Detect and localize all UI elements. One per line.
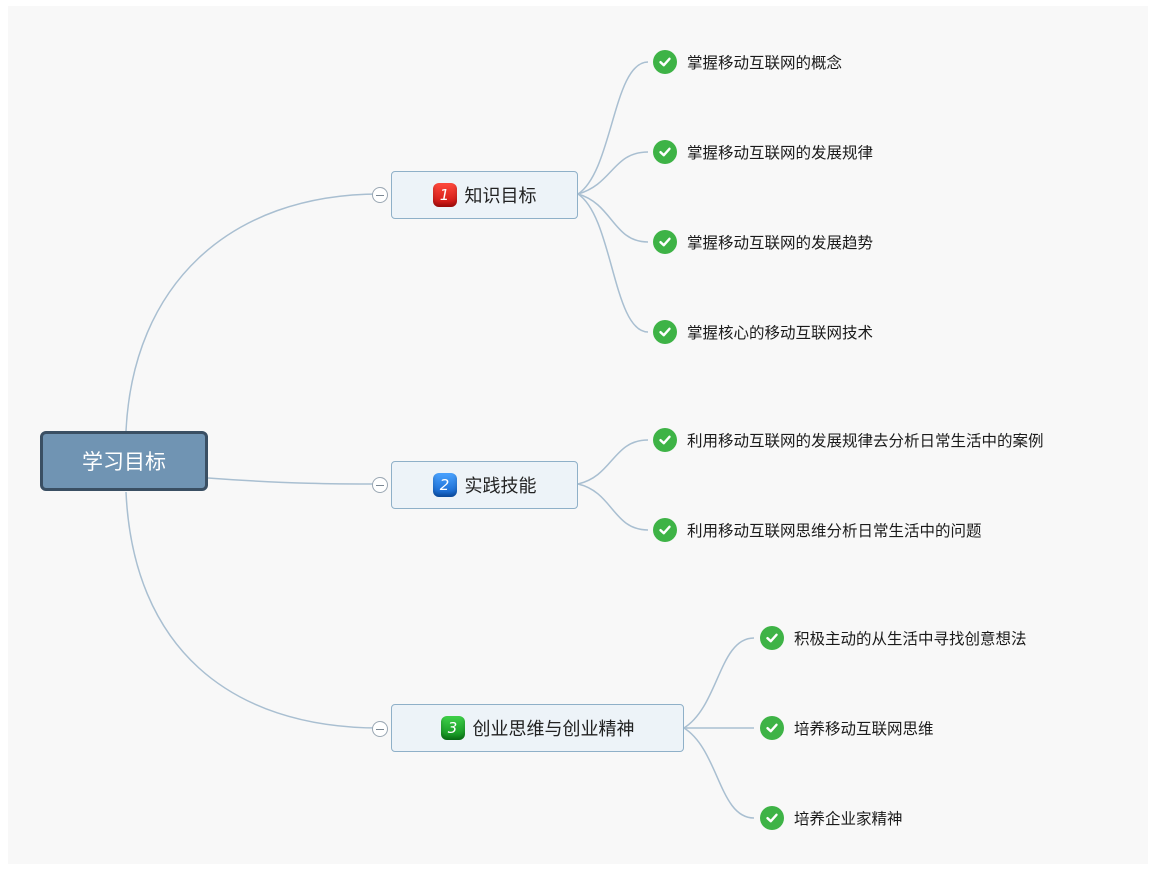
check-circle-icon — [653, 518, 677, 542]
subtopic-label: 培养企业家精神 — [794, 810, 903, 828]
subtopic-item[interactable]: 培养移动互联网思维 — [760, 716, 934, 740]
connector-root-branch-2 — [207, 477, 381, 485]
subtopic-item[interactable]: 掌握移动互联网的发展趋势 — [653, 230, 873, 254]
branch-topic-entrepreneurship[interactable]: 3 创业思维与创业精神 — [391, 704, 684, 752]
check-circle-icon — [653, 428, 677, 452]
priority-3-icon: 3 — [440, 716, 465, 740]
branch-label: 创业思维与创业精神 — [472, 719, 635, 740]
connector-root-branch-1 — [125, 193, 381, 432]
branch-topic-knowledge[interactable]: 1 知识目标 — [391, 171, 578, 219]
subtopic-item[interactable]: 利用移动互联网的发展规律去分析日常生活中的案例 — [653, 428, 1044, 452]
connector-b1-leaf-2 — [577, 151, 649, 195]
branch-label: 实践技能 — [464, 476, 537, 497]
subtopic-label: 掌握核心的移动互联网技术 — [687, 324, 874, 342]
subtopic-item[interactable]: 掌握移动互联网的概念 — [653, 50, 842, 74]
subtopic-item[interactable]: 掌握核心的移动互联网技术 — [653, 320, 873, 344]
subtopic-item[interactable]: 培养企业家精神 — [760, 806, 903, 830]
priority-2-icon: 2 — [432, 473, 457, 497]
subtopic-label: 掌握移动互联网的发展规律 — [687, 144, 874, 162]
collapse-minus-icon[interactable] — [372, 187, 388, 203]
collapse-minus-icon[interactable] — [372, 477, 388, 493]
connector-b1-leaf-3 — [577, 193, 649, 243]
subtopic-label: 利用移动互联网的发展规律去分析日常生活中的案例 — [687, 432, 1044, 450]
root-topic[interactable]: 学习目标 — [40, 431, 208, 491]
check-circle-icon — [653, 320, 677, 344]
connector-b1-leaf-1 — [577, 61, 649, 195]
connector-b2-leaf-1 — [577, 439, 649, 485]
check-circle-icon — [653, 50, 677, 74]
subtopic-item[interactable]: 积极主动的从生活中寻找创意想法 — [760, 626, 1027, 650]
subtopic-label: 积极主动的从生活中寻找创意想法 — [794, 630, 1027, 648]
priority-1-icon: 1 — [432, 183, 457, 207]
check-circle-icon — [760, 716, 784, 740]
connector-b1-leaf-4 — [577, 193, 649, 333]
connector-b3-leaf-3 — [683, 727, 755, 819]
connector-root-branch-3 — [125, 491, 381, 729]
check-circle-icon — [760, 806, 784, 830]
check-circle-icon — [653, 230, 677, 254]
mind-map-canvas: 学习目标 1 知识目标 2 实践技能 3 创业思维与创业精神 掌握移动互联网的概… — [8, 6, 1148, 864]
connector-lines — [125, 61, 755, 819]
subtopic-label: 掌握移动互联网的发展趋势 — [687, 234, 874, 252]
check-circle-icon — [653, 140, 677, 164]
subtopic-item[interactable]: 掌握移动互联网的发展规律 — [653, 140, 873, 164]
subtopic-label: 培养移动互联网思维 — [794, 720, 934, 738]
branch-topic-skills[interactable]: 2 实践技能 — [391, 461, 578, 509]
check-circle-icon — [760, 626, 784, 650]
subtopic-label: 掌握移动互联网的概念 — [687, 54, 843, 72]
connector-b2-leaf-2 — [577, 483, 649, 531]
connector-b3-leaf-1 — [683, 637, 755, 729]
branch-label: 知识目标 — [464, 186, 537, 207]
subtopic-label: 利用移动互联网思维分析日常生活中的问题 — [687, 522, 982, 540]
subtopic-item[interactable]: 利用移动互联网思维分析日常生活中的问题 — [653, 518, 982, 542]
root-topic-label: 学习目标 — [82, 450, 166, 474]
collapse-minus-icon[interactable] — [372, 721, 388, 737]
